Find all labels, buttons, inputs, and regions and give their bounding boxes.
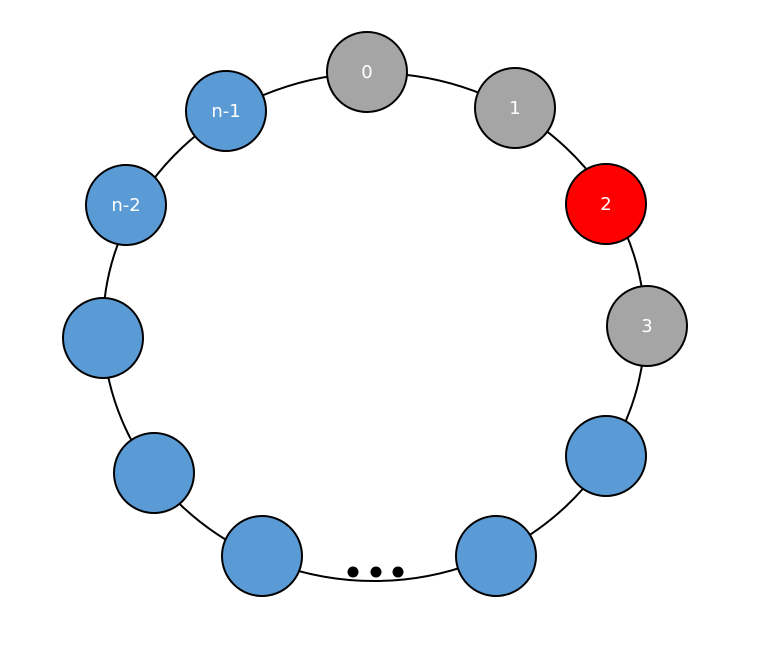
node-1-circle: [474, 67, 556, 149]
node-n-2-label: n-2: [111, 195, 140, 216]
node-4-circle: [565, 415, 647, 497]
node-0-circle: [326, 31, 408, 113]
ellipsis-dots: [347, 566, 404, 578]
node-1: 1: [474, 67, 556, 149]
node-5-circle: [455, 515, 537, 597]
node-n-1-circle: [185, 70, 267, 152]
node-6-circle: [221, 515, 303, 597]
node-7: [113, 432, 195, 514]
node-2-label: 2: [600, 194, 611, 215]
ellipsis-dot: [347, 566, 359, 578]
node-8: [62, 297, 144, 379]
node-3-label: 3: [641, 316, 652, 337]
node-0: 0: [326, 31, 408, 113]
node-n-2-circle: [85, 164, 167, 246]
ring-line: [102, 72, 646, 582]
node-7-circle: [113, 432, 195, 514]
node-n-1-label: n-1: [211, 101, 240, 122]
ellipsis-dot: [370, 566, 382, 578]
node-8-circle: [62, 297, 144, 379]
node-6: [221, 515, 303, 597]
node-0-label: 0: [361, 62, 372, 83]
node-2-circle: [565, 163, 647, 245]
nodes-layer: 0 1 2 3 n-2 n-1: [62, 31, 688, 597]
node-3: 3: [606, 285, 688, 367]
node-4: [565, 415, 647, 497]
node-5: [455, 515, 537, 597]
node-n-1: n-1: [185, 70, 267, 152]
ellipsis-dot: [392, 566, 404, 578]
node-1-label: 1: [509, 98, 520, 119]
node-2: 2: [565, 163, 647, 245]
node-n-2: n-2: [85, 164, 167, 246]
node-3-circle: [606, 285, 688, 367]
